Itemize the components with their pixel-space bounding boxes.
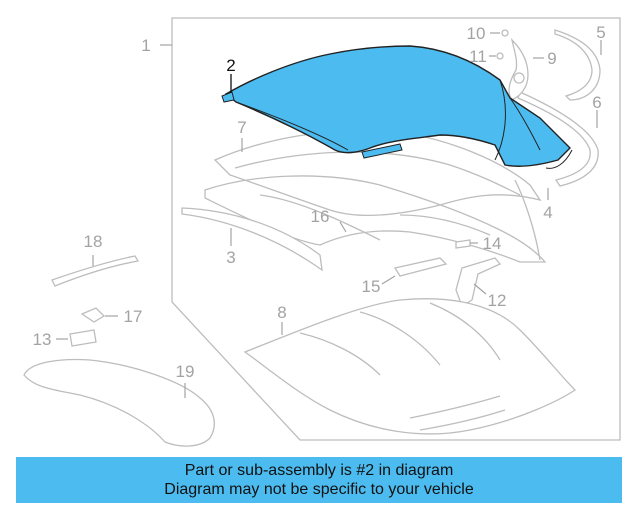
part-11-clip — [496, 52, 504, 60]
callout-11: 11 — [469, 47, 487, 66]
part-16-structure — [204, 175, 547, 263]
parts-diagram: 1 2 3 4 5 6 7 8 9 10 11 12 13 14 15 16 1… — [23, 17, 621, 447]
part-9-hinge — [508, 38, 529, 101]
part-17-clip — [80, 307, 106, 323]
assembly-frame — [171, 17, 621, 441]
callout-15: 15 — [362, 277, 381, 296]
part-18-strip — [51, 255, 140, 287]
part-15-bracket — [393, 257, 448, 277]
callout-5: 5 — [596, 23, 605, 42]
callout-6: 6 — [592, 93, 601, 112]
part-3-rail — [181, 207, 323, 272]
part-8-cover — [243, 298, 577, 435]
callout-18: 18 — [84, 232, 103, 251]
part-2-soft-top[interactable] — [224, 45, 571, 167]
callout-19: 19 — [176, 362, 195, 381]
callout-1: 1 — [141, 36, 150, 55]
part-12-bracket — [455, 257, 502, 307]
info-banner: Part or sub-assembly is #2 in diagram Di… — [16, 457, 622, 503]
callout-13: 13 — [33, 330, 52, 349]
part-10-bolt — [501, 29, 509, 37]
callout-10: 10 — [467, 24, 486, 43]
callout-12: 12 — [488, 291, 507, 310]
banner-line-2: Diagram may not be specific to your vehi… — [164, 481, 474, 498]
callout-7: 7 — [237, 118, 246, 137]
callout-9: 9 — [547, 49, 556, 68]
part-13-latch — [69, 329, 97, 347]
callout-16: 16 — [311, 207, 330, 226]
part-5-strip — [554, 29, 601, 101]
part-19-panel — [23, 358, 215, 447]
banner-line-1: Part or sub-assembly is #2 in diagram — [184, 462, 454, 479]
part-14-fastener — [455, 239, 471, 249]
callout-8: 8 — [277, 303, 286, 322]
callout-3: 3 — [226, 248, 235, 267]
callout-4: 4 — [543, 203, 552, 222]
callout-2: 2 — [226, 56, 235, 75]
part-4-strip — [514, 179, 541, 261]
callout-17: 17 — [124, 307, 143, 326]
callout-14: 14 — [483, 234, 502, 253]
part-6-strip — [517, 91, 599, 187]
